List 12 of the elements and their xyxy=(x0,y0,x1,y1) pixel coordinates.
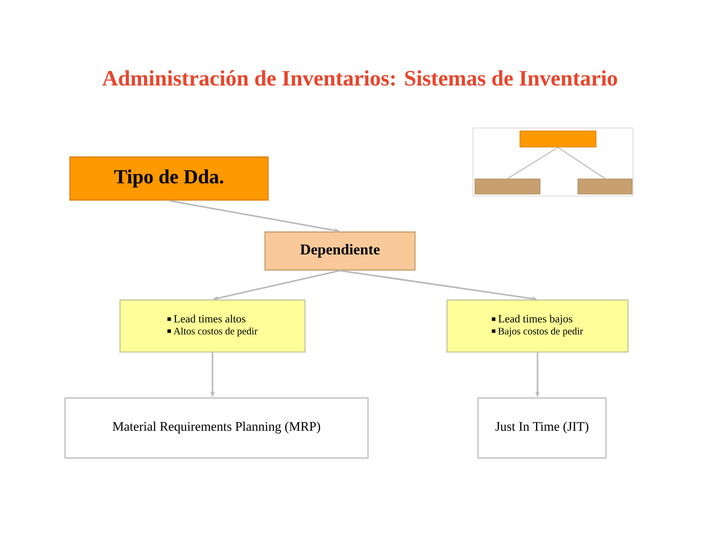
type-box: Dependiente xyxy=(264,231,416,271)
mini-box xyxy=(578,178,632,194)
connector xyxy=(507,146,558,180)
feature-box: Lead times bajos Bajos costos de pedir xyxy=(446,299,629,353)
title: Administración de Inventarios: Sistemas de Inventario xyxy=(102,70,618,86)
mini-box xyxy=(520,130,596,148)
system-box: Just In Time (JIT) xyxy=(477,397,607,459)
connector xyxy=(558,146,606,180)
category-box: Tipo de Dda. xyxy=(69,156,269,201)
feature-box: Lead times altos Altos costos de pedir xyxy=(119,299,306,353)
mini-box xyxy=(474,178,540,194)
system-box: Material Requirements Planning (MRP) xyxy=(64,397,369,459)
